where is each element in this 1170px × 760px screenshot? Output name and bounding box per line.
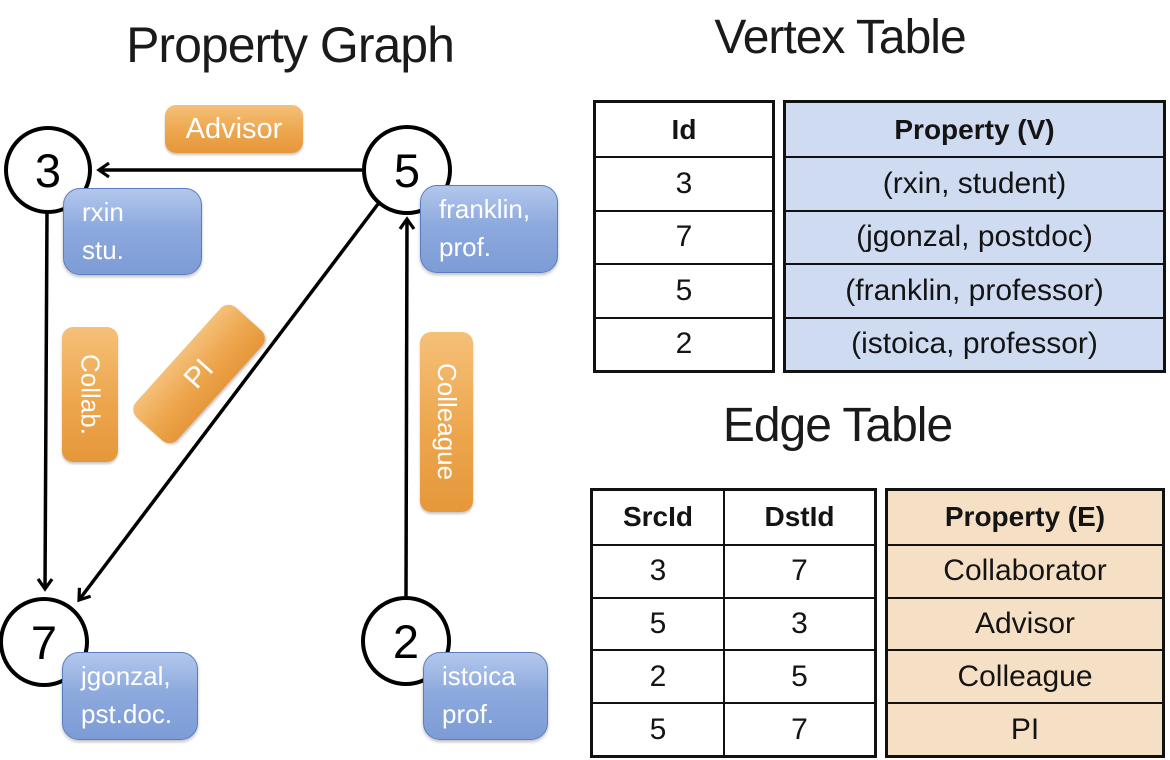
vertex-role: stu. (82, 234, 124, 265)
vertex-table: Id 3 7 5 2 Property (V) (rxin, student) … (593, 100, 1166, 373)
vertex-property-box-franklin: franklin, prof. (420, 185, 558, 273)
edge-label-collab: Collab. (62, 327, 118, 462)
table-cell: 5 (596, 263, 772, 316)
edge-label-text: Colleague (432, 363, 462, 481)
node-id-label: 5 (393, 143, 421, 197)
table-cell: PI (888, 702, 1162, 755)
table-cell: (istoica, professor) (786, 316, 1163, 370)
vertex-name: jgonzal, (81, 661, 171, 692)
edge-label-text: Collab. (75, 354, 106, 435)
vertex-property-box-jgonzal: jgonzal, pst.doc. (62, 652, 198, 740)
edge-table-srcid-column: SrcId 3 5 2 5 (593, 491, 723, 755)
vertex-role: prof. (439, 232, 492, 262)
vertex-name: franklin, (439, 194, 531, 225)
table-cell: 2 (593, 649, 723, 702)
column-header: Property (E) (944, 501, 1106, 533)
table-cell: 3 (593, 543, 723, 597)
property-graph-title: Property Graph (126, 17, 455, 73)
vertex-property-box-istoica: istoica prof. (423, 652, 548, 740)
column-header: Id (671, 113, 697, 145)
table-cell: 5 (593, 596, 723, 650)
node-id-label: 2 (392, 614, 420, 668)
node-id-label: 7 (30, 615, 58, 669)
vertex-role: prof. (442, 699, 495, 729)
edge-label-text: Advisor (185, 112, 283, 145)
table-cell: (rxin, student) (786, 156, 1163, 209)
vertex-name: istoica (442, 661, 516, 692)
edge-collab-3-to-7 (36, 211, 54, 592)
table-cell: 3 (596, 156, 772, 209)
edge-table: SrcId 3 5 2 5 DstId 7 3 5 7 Property (E)… (590, 488, 1165, 758)
table-cell: 5 (593, 702, 723, 755)
table-cell: 7 (725, 543, 874, 597)
edge-label-pi: PI (128, 300, 270, 448)
edge-colleague-2-to-5 (398, 216, 416, 597)
edge-label-text: PI (177, 352, 220, 395)
vertex-table-property-column: Property (V) (rxin, student) (jgonzal, p… (783, 100, 1166, 373)
edge-table-title: Edge Table (722, 399, 953, 452)
vertex-name: rxin (82, 196, 124, 227)
column-header: DstId (764, 501, 835, 533)
table-cell: 7 (725, 702, 874, 755)
column-header: Property (V) (894, 113, 1055, 145)
table-cell: 5 (725, 649, 874, 702)
table-cell: Advisor (888, 596, 1162, 650)
table-cell: (jgonzal, postdoc) (786, 209, 1163, 263)
edge-table-ids-columns: SrcId 3 5 2 5 DstId 7 3 5 7 (590, 488, 877, 758)
table-cell: 7 (596, 209, 772, 263)
edge-table-property-column: Property (E) Collaborator Advisor Collea… (885, 488, 1165, 758)
column-header: SrcId (622, 501, 694, 533)
table-cell: (franklin, professor) (786, 263, 1163, 316)
edge-table-dstid-column: DstId 7 3 5 7 (723, 491, 874, 755)
vertex-role: pst.doc. (81, 699, 173, 729)
graph-node-5: 5 (362, 125, 452, 215)
graph-node-3: 3 (4, 126, 92, 214)
vertex-property-box-rxin: rxin stu. (63, 188, 202, 275)
vertex-table-id-column: Id 3 7 5 2 (593, 100, 775, 373)
table-cell: 3 (725, 596, 874, 650)
edge-label-colleague: Colleague (420, 332, 473, 512)
node-id-label: 3 (34, 143, 62, 197)
table-cell: 2 (596, 316, 772, 370)
vertex-table-title: Vertex Table (714, 11, 966, 64)
edge-label-advisor: Advisor (165, 105, 303, 153)
table-cell: Colleague (888, 649, 1162, 702)
table-cell: Collaborator (888, 543, 1162, 597)
